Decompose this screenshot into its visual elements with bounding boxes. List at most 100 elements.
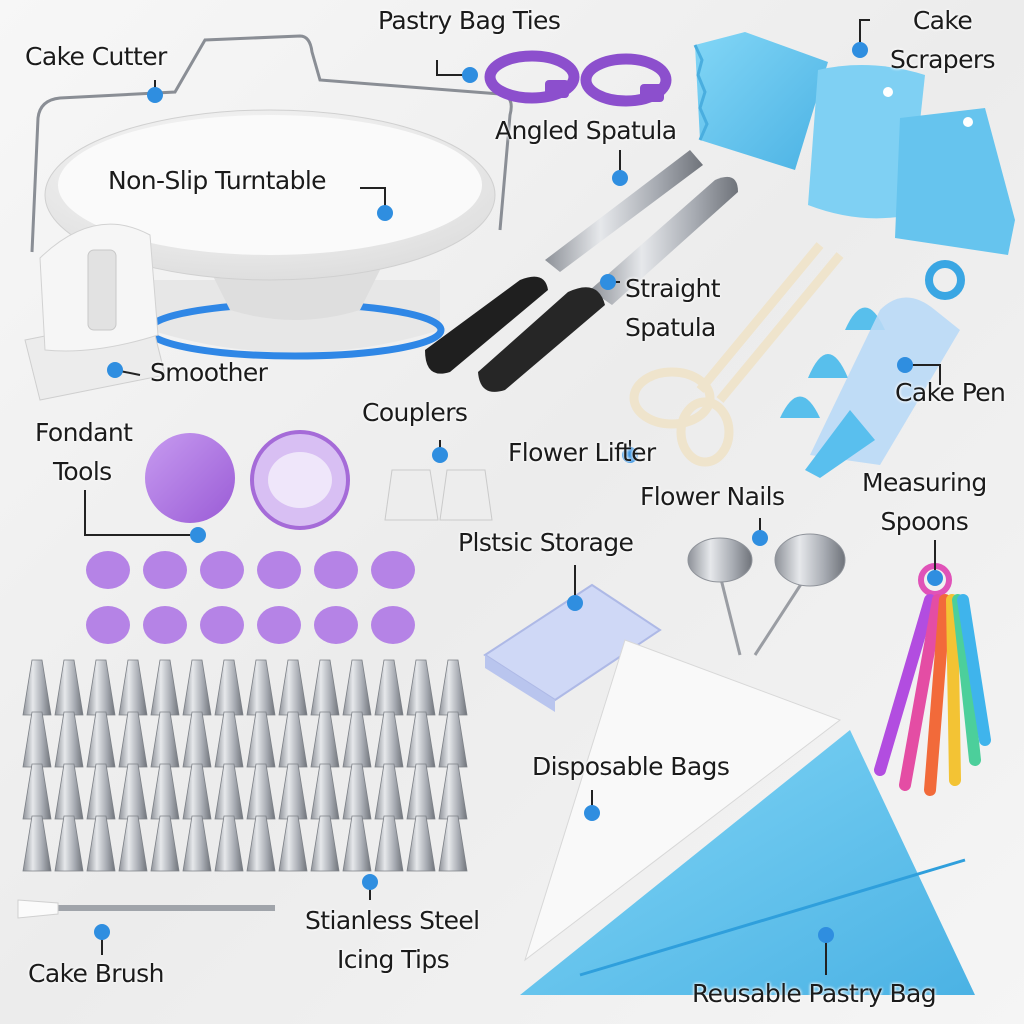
icing-tip xyxy=(54,763,84,820)
icing-tip xyxy=(310,711,340,768)
fondant-cutter xyxy=(371,606,415,644)
label-measuring-spoons: Measuring Spoons xyxy=(862,464,987,542)
fondant-cutter xyxy=(314,606,358,644)
fondant-cutter xyxy=(371,551,415,589)
icing-tip xyxy=(278,763,308,820)
icing-tip xyxy=(246,763,276,820)
icing-tip xyxy=(118,659,148,716)
callout-dots xyxy=(94,42,943,943)
label-straight-spatula-line2: Spatula xyxy=(625,312,716,342)
icing-tip xyxy=(118,763,148,820)
label-measuring-spoons-line2: Spoons xyxy=(880,506,969,536)
icing-tip xyxy=(374,763,404,820)
reusable-pastry-bag xyxy=(520,730,975,995)
icing-tip xyxy=(54,659,84,716)
label-non-slip-turntable: Non-Slip Turntable xyxy=(108,166,327,195)
fondant-cutter xyxy=(86,606,130,644)
label-icing-tips: Stianless Steel Icing Tips xyxy=(305,902,480,980)
icing-tip xyxy=(22,659,52,716)
label-couplers: Couplers xyxy=(362,398,468,427)
angled-spatula xyxy=(425,150,703,374)
label-cake-pen: Cake Pen xyxy=(895,378,1006,407)
icing-tip xyxy=(22,711,52,768)
icing-tip xyxy=(406,815,436,872)
icing-tip xyxy=(342,815,372,872)
icing-tip xyxy=(310,763,340,820)
icing-tip xyxy=(214,815,244,872)
fondant-cutter xyxy=(257,606,301,644)
label-reusable-pastry-bag: Reusable Pastry Bag xyxy=(692,979,937,1008)
icing-tip xyxy=(342,763,372,820)
icing-tip xyxy=(342,711,372,768)
label-cake-brush: Cake Brush xyxy=(28,959,164,988)
icing-tip xyxy=(246,659,276,716)
fondant-cutter xyxy=(257,551,301,589)
flower-lifter xyxy=(629,242,844,467)
icing-tip xyxy=(54,815,84,872)
icing-tip xyxy=(22,763,52,820)
fondant-cutter xyxy=(143,551,187,589)
icing-tips xyxy=(22,659,468,872)
cake-brush xyxy=(17,899,275,919)
icing-tip xyxy=(150,815,180,872)
fondant-cutter xyxy=(200,606,244,644)
icing-tip xyxy=(246,815,276,872)
icing-tip xyxy=(278,815,308,872)
icing-tip xyxy=(150,711,180,768)
icing-tip xyxy=(22,815,52,872)
icing-tip xyxy=(182,815,212,872)
label-plastic-storage: Plstsic Storage xyxy=(458,528,634,557)
fondant-cutter xyxy=(143,606,187,644)
label-straight-spatula: Straight Spatula xyxy=(625,270,721,348)
label-flower-lifter: Flower Lifter xyxy=(508,438,656,467)
label-icing-tips-line1: Stianless Steel xyxy=(305,906,480,935)
label-cake-cutter: Cake Cutter xyxy=(25,42,167,71)
label-straight-spatula-line1: Straight xyxy=(625,274,721,303)
icing-tip xyxy=(150,763,180,820)
label-cake-scrapers: Cake Scrapers xyxy=(890,2,996,80)
icing-tip xyxy=(438,659,468,716)
icing-tip xyxy=(182,763,212,820)
label-flower-nails: Flower Nails xyxy=(640,482,785,511)
icing-tip xyxy=(150,659,180,716)
icing-tip xyxy=(214,659,244,716)
icing-tip xyxy=(406,711,436,768)
icing-tip xyxy=(214,711,244,768)
fondant-cutter xyxy=(200,551,244,589)
label-icing-tips-line2: Icing Tips xyxy=(337,944,450,974)
cake-pen xyxy=(805,260,965,478)
icing-tip xyxy=(86,659,116,716)
label-cake-scrapers-line1: Cake xyxy=(912,6,973,35)
blue-tips xyxy=(780,307,885,418)
flower-nails xyxy=(687,533,846,656)
icing-tip xyxy=(214,763,244,820)
icing-tip xyxy=(438,711,468,768)
icing-tip xyxy=(86,815,116,872)
icing-tip xyxy=(182,711,212,768)
icing-tip xyxy=(278,659,308,716)
label-disposable-bags: Disposable Bags xyxy=(532,752,730,781)
icing-tip xyxy=(374,815,404,872)
icing-tip xyxy=(86,763,116,820)
icing-tip xyxy=(406,763,436,820)
label-measuring-spoons-line1: Measuring xyxy=(862,468,987,497)
straight-spatula xyxy=(478,176,738,392)
couplers xyxy=(384,469,493,521)
fondant-tools xyxy=(86,430,415,644)
label-cake-scrapers-line2: Scrapers xyxy=(890,44,996,74)
measuring-spoons xyxy=(874,563,991,796)
icing-tip xyxy=(278,711,308,768)
cake-scrapers xyxy=(693,32,1015,255)
fondant-cutter xyxy=(86,551,130,589)
label-smoother: Smoother xyxy=(150,358,268,387)
plastic-storage xyxy=(483,583,662,712)
label-fondant-tools-line1: Fondant xyxy=(35,418,133,447)
smoother xyxy=(24,223,166,401)
turntable xyxy=(44,109,496,360)
icing-tip xyxy=(54,711,84,768)
icing-tip xyxy=(406,659,436,716)
label-fondant-tools-line2: Tools xyxy=(53,456,112,486)
icing-tip xyxy=(86,711,116,768)
icing-tip xyxy=(118,815,148,872)
